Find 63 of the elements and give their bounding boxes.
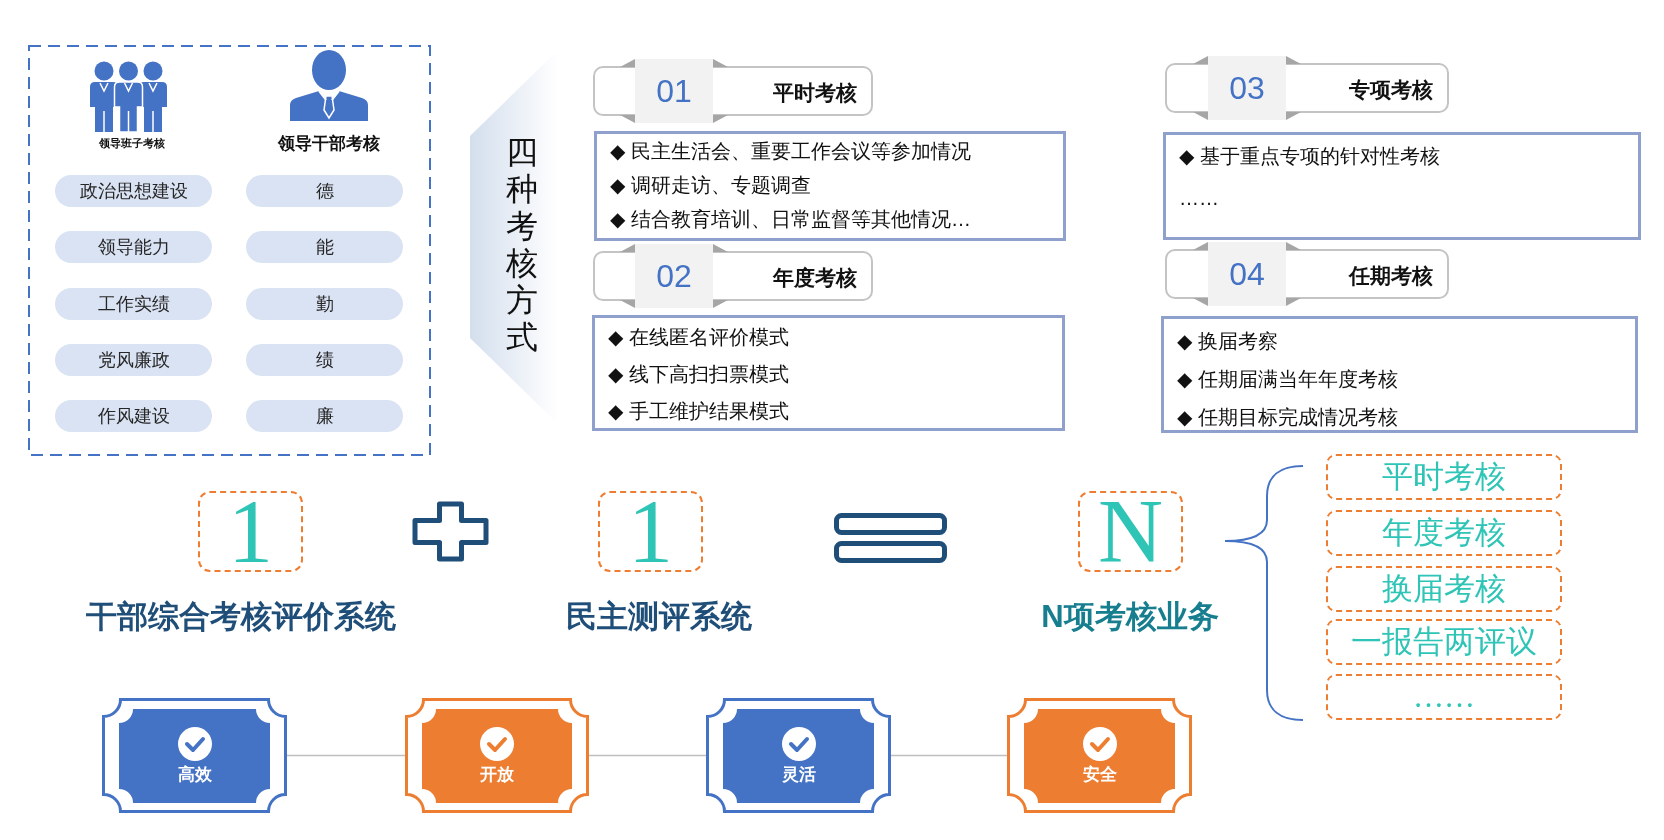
step-number: 01 — [656, 73, 692, 109]
badge-label: 高效 — [177, 765, 212, 785]
list-item: ◆ 调研走访、专题调查 — [610, 173, 811, 198]
step-number: 04 — [1229, 256, 1265, 292]
column-heading: 领导干部考核 — [278, 132, 380, 154]
bullet-list-panel — [592, 315, 1065, 431]
category-pill: 领导能力 — [55, 231, 212, 263]
number-frame: 1 — [598, 491, 703, 572]
list-item: ◆ 结合教育培训、日常监督等其他情况… — [610, 207, 971, 232]
value-badge — [405, 698, 589, 813]
step-number: 02 — [656, 258, 692, 294]
connector-line — [890, 754, 1008, 757]
tab-title: 平时考核 — [773, 80, 857, 106]
list-item: ◆ 基于重点专项的针对性考核 — [1179, 144, 1440, 169]
business-item: 年度考核 — [1326, 510, 1562, 556]
tab-header — [593, 59, 873, 123]
list-item: ◆ 换届考察 — [1177, 329, 1278, 354]
category-pill: 作风建设 — [55, 400, 212, 432]
list-item: ◆ 任期目标完成情况考核 — [1177, 405, 1398, 430]
value-badge — [1007, 698, 1192, 813]
list-item: ◆ 在线匿名评价模式 — [608, 325, 789, 350]
vertical-title: 四种考核方式 — [505, 134, 539, 356]
step-number: 03 — [1229, 70, 1265, 106]
system-title: 民主测评系统 — [566, 599, 752, 635]
tab-header — [1165, 242, 1449, 306]
bullet-list-panel — [1163, 132, 1641, 240]
connector-line — [588, 754, 707, 757]
value-badge — [706, 698, 891, 813]
category-pill: 廉 — [246, 400, 403, 432]
badge-label: 开放 — [480, 765, 514, 785]
system-title: 干部综合考核评价系统 — [86, 599, 396, 635]
business-item: …… — [1326, 674, 1562, 720]
tab-title: 专项考核 — [1349, 77, 1433, 103]
business-item: 一报告两评议 — [1326, 619, 1562, 665]
badge-label: 安全 — [1082, 765, 1117, 785]
business-item: 换届考核 — [1326, 566, 1562, 612]
list-item: ◆ 线下高扫扫票模式 — [608, 362, 789, 387]
list-item: ◆ 手工维护结果模式 — [608, 399, 789, 424]
badge-label: 灵活 — [781, 765, 816, 785]
list-item: …… — [1179, 186, 1219, 211]
bullet-list-panel — [594, 131, 1066, 241]
category-pill: 勤 — [246, 288, 403, 320]
bullet-list-panel — [1161, 316, 1638, 433]
category-pill: 政治思想建设 — [55, 175, 212, 207]
connector-line — [286, 754, 406, 757]
category-pill: 绩 — [246, 344, 403, 376]
tab-title: 年度考核 — [773, 265, 857, 291]
category-pill: 党风廉政 — [55, 344, 212, 376]
column-heading: 领导班子考核 — [99, 135, 165, 151]
tab-header — [1165, 56, 1449, 120]
dashed-panel — [28, 45, 431, 456]
number-frame: N — [1078, 491, 1183, 572]
category-pill: 德 — [246, 175, 403, 207]
category-pill: 工作实绩 — [55, 288, 212, 320]
business-item: 平时考核 — [1326, 454, 1562, 500]
tab-title: 任期考核 — [1349, 263, 1433, 289]
category-pill: 能 — [246, 231, 403, 263]
number-frame: 1 — [198, 491, 303, 572]
tab-header — [593, 244, 873, 308]
list-item: ◆ 任期届满当年年度考核 — [1177, 367, 1398, 392]
value-badge — [102, 698, 287, 813]
list-item: ◆ 民主生活会、重要工作会议等参加情况 — [610, 139, 971, 164]
system-title: N项考核业务 — [1041, 599, 1219, 635]
